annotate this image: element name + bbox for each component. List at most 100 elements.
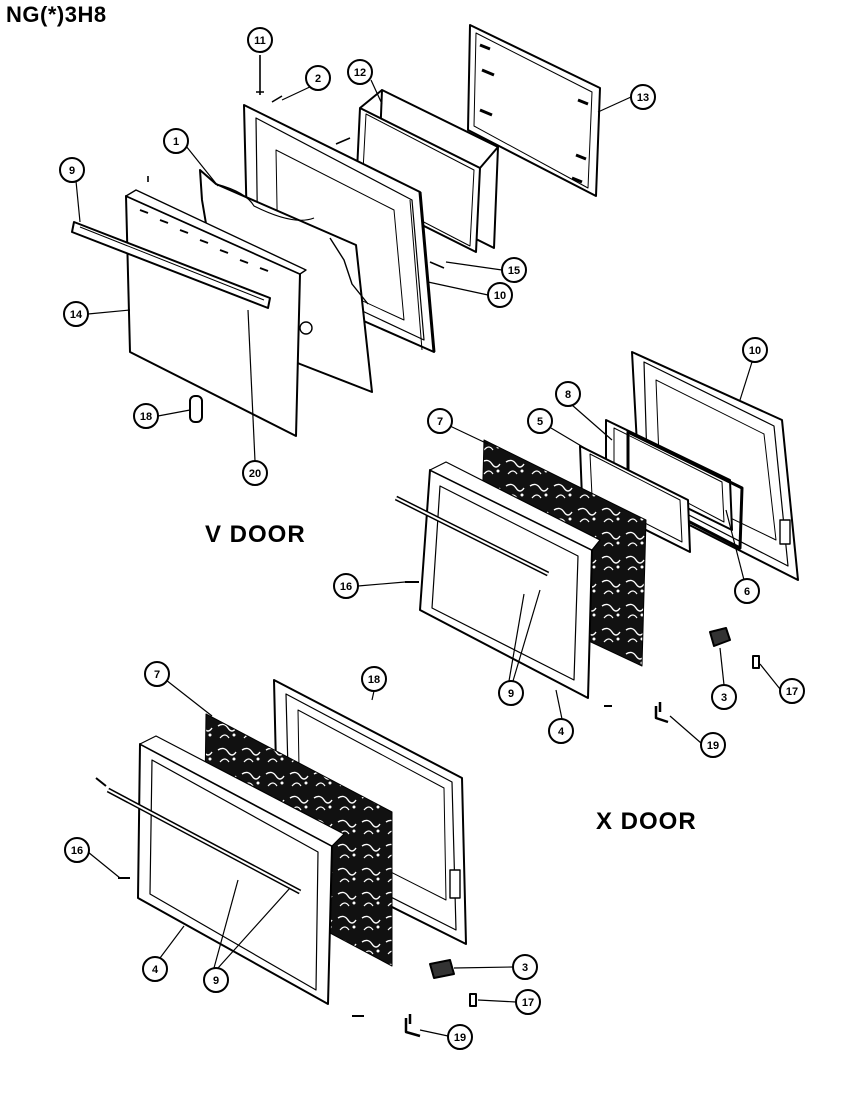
callout-circle bbox=[447, 1024, 473, 1050]
outer-door-panel-part-14 bbox=[125, 189, 307, 437]
callout-number: 9 bbox=[213, 975, 219, 987]
callout-circle bbox=[734, 578, 760, 604]
callout-number: 4 bbox=[558, 726, 565, 738]
callout-number: 6 bbox=[744, 586, 750, 598]
pin-part-17a bbox=[752, 655, 760, 669]
callout-13: 13 bbox=[630, 84, 656, 110]
callout-number: 10 bbox=[494, 290, 506, 302]
model-title: NG(*)3H8 bbox=[6, 2, 107, 27]
callout-circle bbox=[144, 661, 170, 687]
callout-number: 3 bbox=[721, 692, 727, 704]
callout-number: 17 bbox=[786, 686, 798, 698]
callout-circle bbox=[63, 301, 89, 327]
callout-8: 8 bbox=[555, 381, 581, 407]
callout-number: 18 bbox=[140, 411, 152, 423]
rear-panel-part-13 bbox=[467, 24, 601, 197]
callout-14: 14 bbox=[63, 301, 89, 327]
callout-10: 10 bbox=[487, 282, 513, 308]
callout-number: 10 bbox=[749, 345, 761, 357]
callout-circle bbox=[333, 573, 359, 599]
callout-16: 16 bbox=[333, 573, 359, 599]
callout-circle bbox=[711, 684, 737, 710]
outer-frame-part-4b bbox=[137, 735, 345, 1005]
callout-7: 7 bbox=[427, 408, 453, 434]
callout-2: 2 bbox=[305, 65, 331, 91]
callout-number: 20 bbox=[249, 468, 261, 480]
cylinder-part-18 bbox=[189, 395, 203, 423]
callout-number: 5 bbox=[537, 416, 543, 428]
callout-17: 17 bbox=[515, 989, 541, 1015]
x-door-label: X DOOR bbox=[596, 808, 697, 835]
callout-5: 5 bbox=[527, 408, 553, 434]
callout-12: 12 bbox=[347, 59, 373, 85]
callout-number: 9 bbox=[508, 688, 514, 700]
bracket-part-19a bbox=[654, 702, 669, 724]
callout-number: 9 bbox=[69, 165, 75, 177]
callout-circle bbox=[527, 408, 553, 434]
clip-part-3b bbox=[429, 959, 455, 979]
callout-circle bbox=[305, 65, 331, 91]
bracket-part-19b bbox=[404, 1014, 421, 1038]
v-door-label: V DOOR bbox=[205, 521, 306, 548]
callout-9: 9 bbox=[203, 967, 229, 993]
callout-number: 14 bbox=[70, 309, 83, 321]
callout-7: 7 bbox=[144, 661, 170, 687]
callout-number: 17 bbox=[522, 997, 534, 1009]
callout-circle bbox=[630, 84, 656, 110]
callout-circle bbox=[142, 956, 168, 982]
callout-17: 17 bbox=[779, 678, 805, 704]
callout-15: 15 bbox=[501, 257, 527, 283]
callout-number: 3 bbox=[522, 962, 528, 974]
callout-number: 4 bbox=[152, 964, 159, 976]
glass-frame-part-5 bbox=[579, 445, 691, 553]
callout-circle bbox=[427, 408, 453, 434]
callout-circle bbox=[64, 837, 90, 863]
pin-part-17b bbox=[469, 993, 477, 1007]
callout-circle bbox=[163, 128, 189, 154]
callout-circle bbox=[779, 678, 805, 704]
clip-part-3a bbox=[709, 627, 731, 647]
callout-4: 4 bbox=[142, 956, 168, 982]
callout-number: 18 bbox=[368, 674, 380, 686]
callout-circle bbox=[512, 954, 538, 980]
callout-circle bbox=[361, 666, 387, 692]
callout-circle bbox=[133, 403, 159, 429]
callout-number: 15 bbox=[508, 265, 520, 277]
callout-circle bbox=[742, 337, 768, 363]
callout-circle bbox=[247, 27, 273, 53]
inner-glass-part-12 bbox=[355, 89, 499, 253]
callout-3: 3 bbox=[711, 684, 737, 710]
callout-9: 9 bbox=[498, 680, 524, 706]
callout-3: 3 bbox=[512, 954, 538, 980]
callout-20: 20 bbox=[242, 460, 268, 486]
callout-number: 1 bbox=[173, 136, 179, 148]
callout-circle bbox=[487, 282, 513, 308]
callout-1: 1 bbox=[163, 128, 189, 154]
callout-circle bbox=[203, 967, 229, 993]
callout-circle bbox=[242, 460, 268, 486]
callout-18: 18 bbox=[361, 666, 387, 692]
callout-11: 11 bbox=[247, 27, 273, 53]
handle-rod-part-9c bbox=[106, 787, 302, 895]
callout-circle bbox=[700, 732, 726, 758]
callout-9: 9 bbox=[59, 157, 85, 183]
callout-number: 2 bbox=[315, 73, 321, 85]
callout-circle bbox=[501, 257, 527, 283]
callout-number: 16 bbox=[71, 845, 83, 857]
callout-16: 16 bbox=[64, 837, 90, 863]
callout-number: 13 bbox=[637, 92, 649, 104]
handle-rod-part-9b bbox=[394, 495, 550, 577]
callout-number: 19 bbox=[454, 1032, 466, 1044]
callout-4: 4 bbox=[548, 718, 574, 744]
callout-circle bbox=[548, 718, 574, 744]
outer-frame-part-4a bbox=[419, 461, 601, 699]
callout-6: 6 bbox=[734, 578, 760, 604]
handle-bar-part-9a bbox=[71, 221, 271, 309]
callout-number: 19 bbox=[707, 740, 719, 752]
callout-number: 11 bbox=[254, 35, 266, 47]
callout-number: 12 bbox=[354, 67, 366, 79]
glass-frame-part-8 bbox=[605, 419, 733, 531]
callout-19: 19 bbox=[700, 732, 726, 758]
callout-circle bbox=[59, 157, 85, 183]
